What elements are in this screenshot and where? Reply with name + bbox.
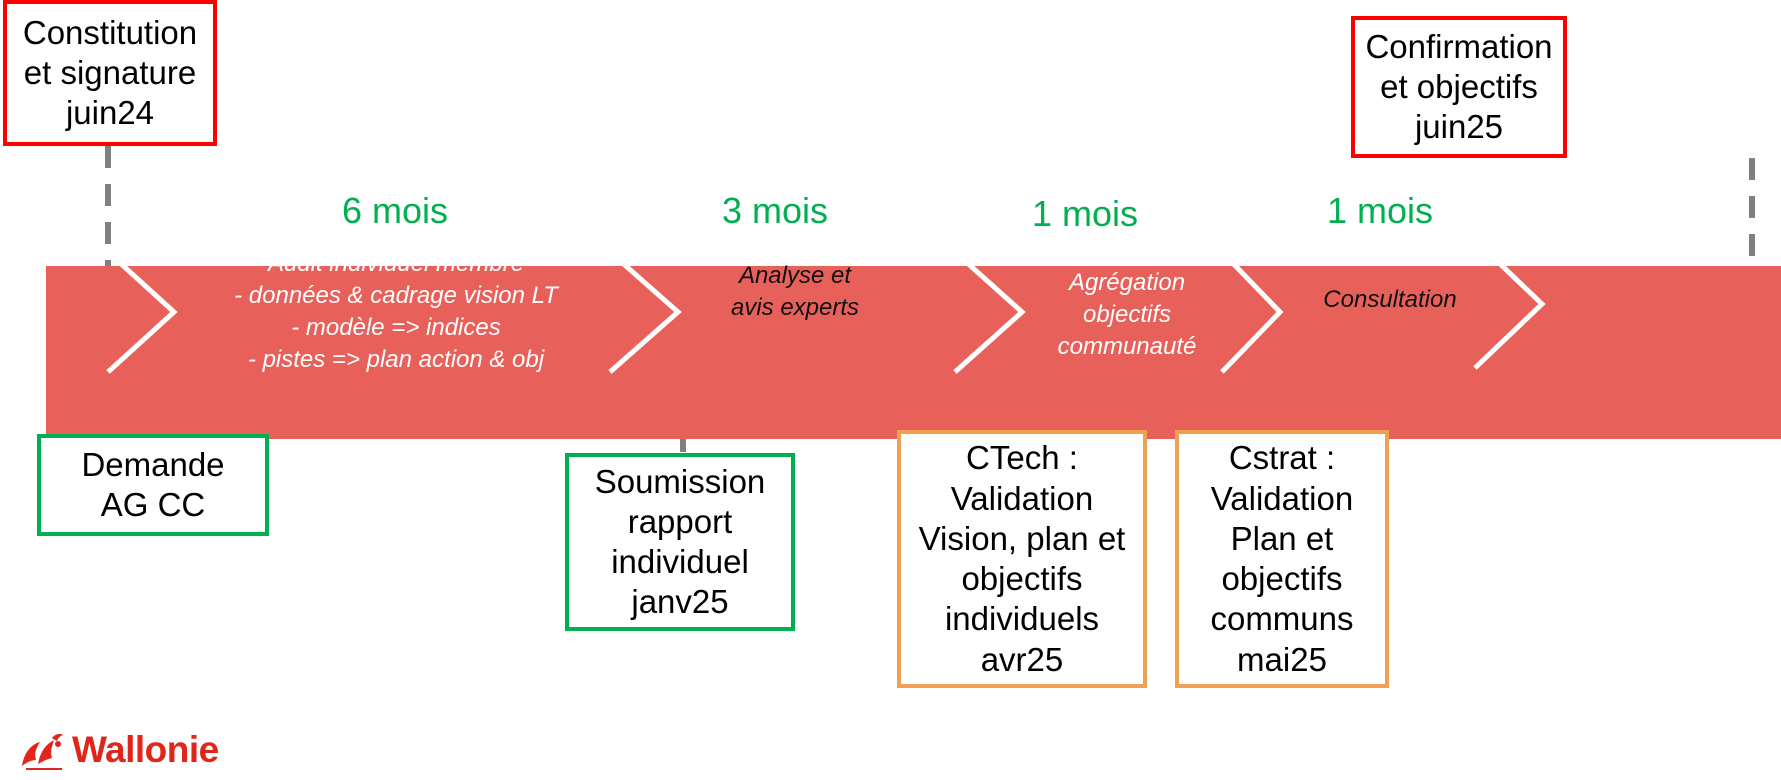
phase-audit: Audit individuel membre - données & cadr… <box>234 250 558 373</box>
milestone-constitution-text: Constitution et signature juin24 <box>22 13 198 132</box>
milestone-ctech-text: CTech : Validation Vision, plan et objec… <box>918 439 1126 678</box>
milestone-ctech: CTech : Validation Vision, plan et objec… <box>897 430 1147 688</box>
milestone-confirmation: Confirmation et objectifs juin25 <box>1351 16 1567 158</box>
milestone-confirmation-text: Confirmation et objectifs juin25 <box>1365 27 1553 146</box>
phase-agregation: Agrégation objectifs communauté <box>1057 269 1197 360</box>
logo-text: Wallonie <box>72 729 219 770</box>
milestone-soumission: Soumission rapport individuel janv25 <box>565 453 795 631</box>
wallonie-logo: Wallonie <box>18 728 219 772</box>
phase-consultation: Consultation <box>1323 286 1457 314</box>
duration-6-mois: 6 mois <box>341 190 449 231</box>
milestone-cstrat: Cstrat : Validation Plan et objectifs co… <box>1175 430 1389 688</box>
chevron-3 <box>953 250 1026 374</box>
chevron-1 <box>106 250 178 374</box>
milestone-soumission-text: Soumission rapport individuel janv25 <box>594 462 766 621</box>
chevron-5 <box>1473 238 1546 370</box>
chevron-2 <box>608 250 682 374</box>
rooster-icon <box>22 734 63 770</box>
duration-1-mois-a: 1 mois <box>1031 193 1139 234</box>
phase-analyse: Analyse et avis experts <box>730 262 860 321</box>
milestone-demande: Demande AG CC <box>37 434 269 536</box>
milestone-demande-text: Demande AG CC <box>81 445 225 523</box>
chevron-4 <box>1220 250 1284 374</box>
duration-3-mois: 3 mois <box>721 190 829 231</box>
duration-1-mois-b: 1 mois <box>1326 190 1434 231</box>
milestone-cstrat-text: Cstrat : Validation Plan et objectifs co… <box>1210 439 1354 678</box>
milestone-constitution: Constitution et signature juin24 <box>3 0 217 146</box>
